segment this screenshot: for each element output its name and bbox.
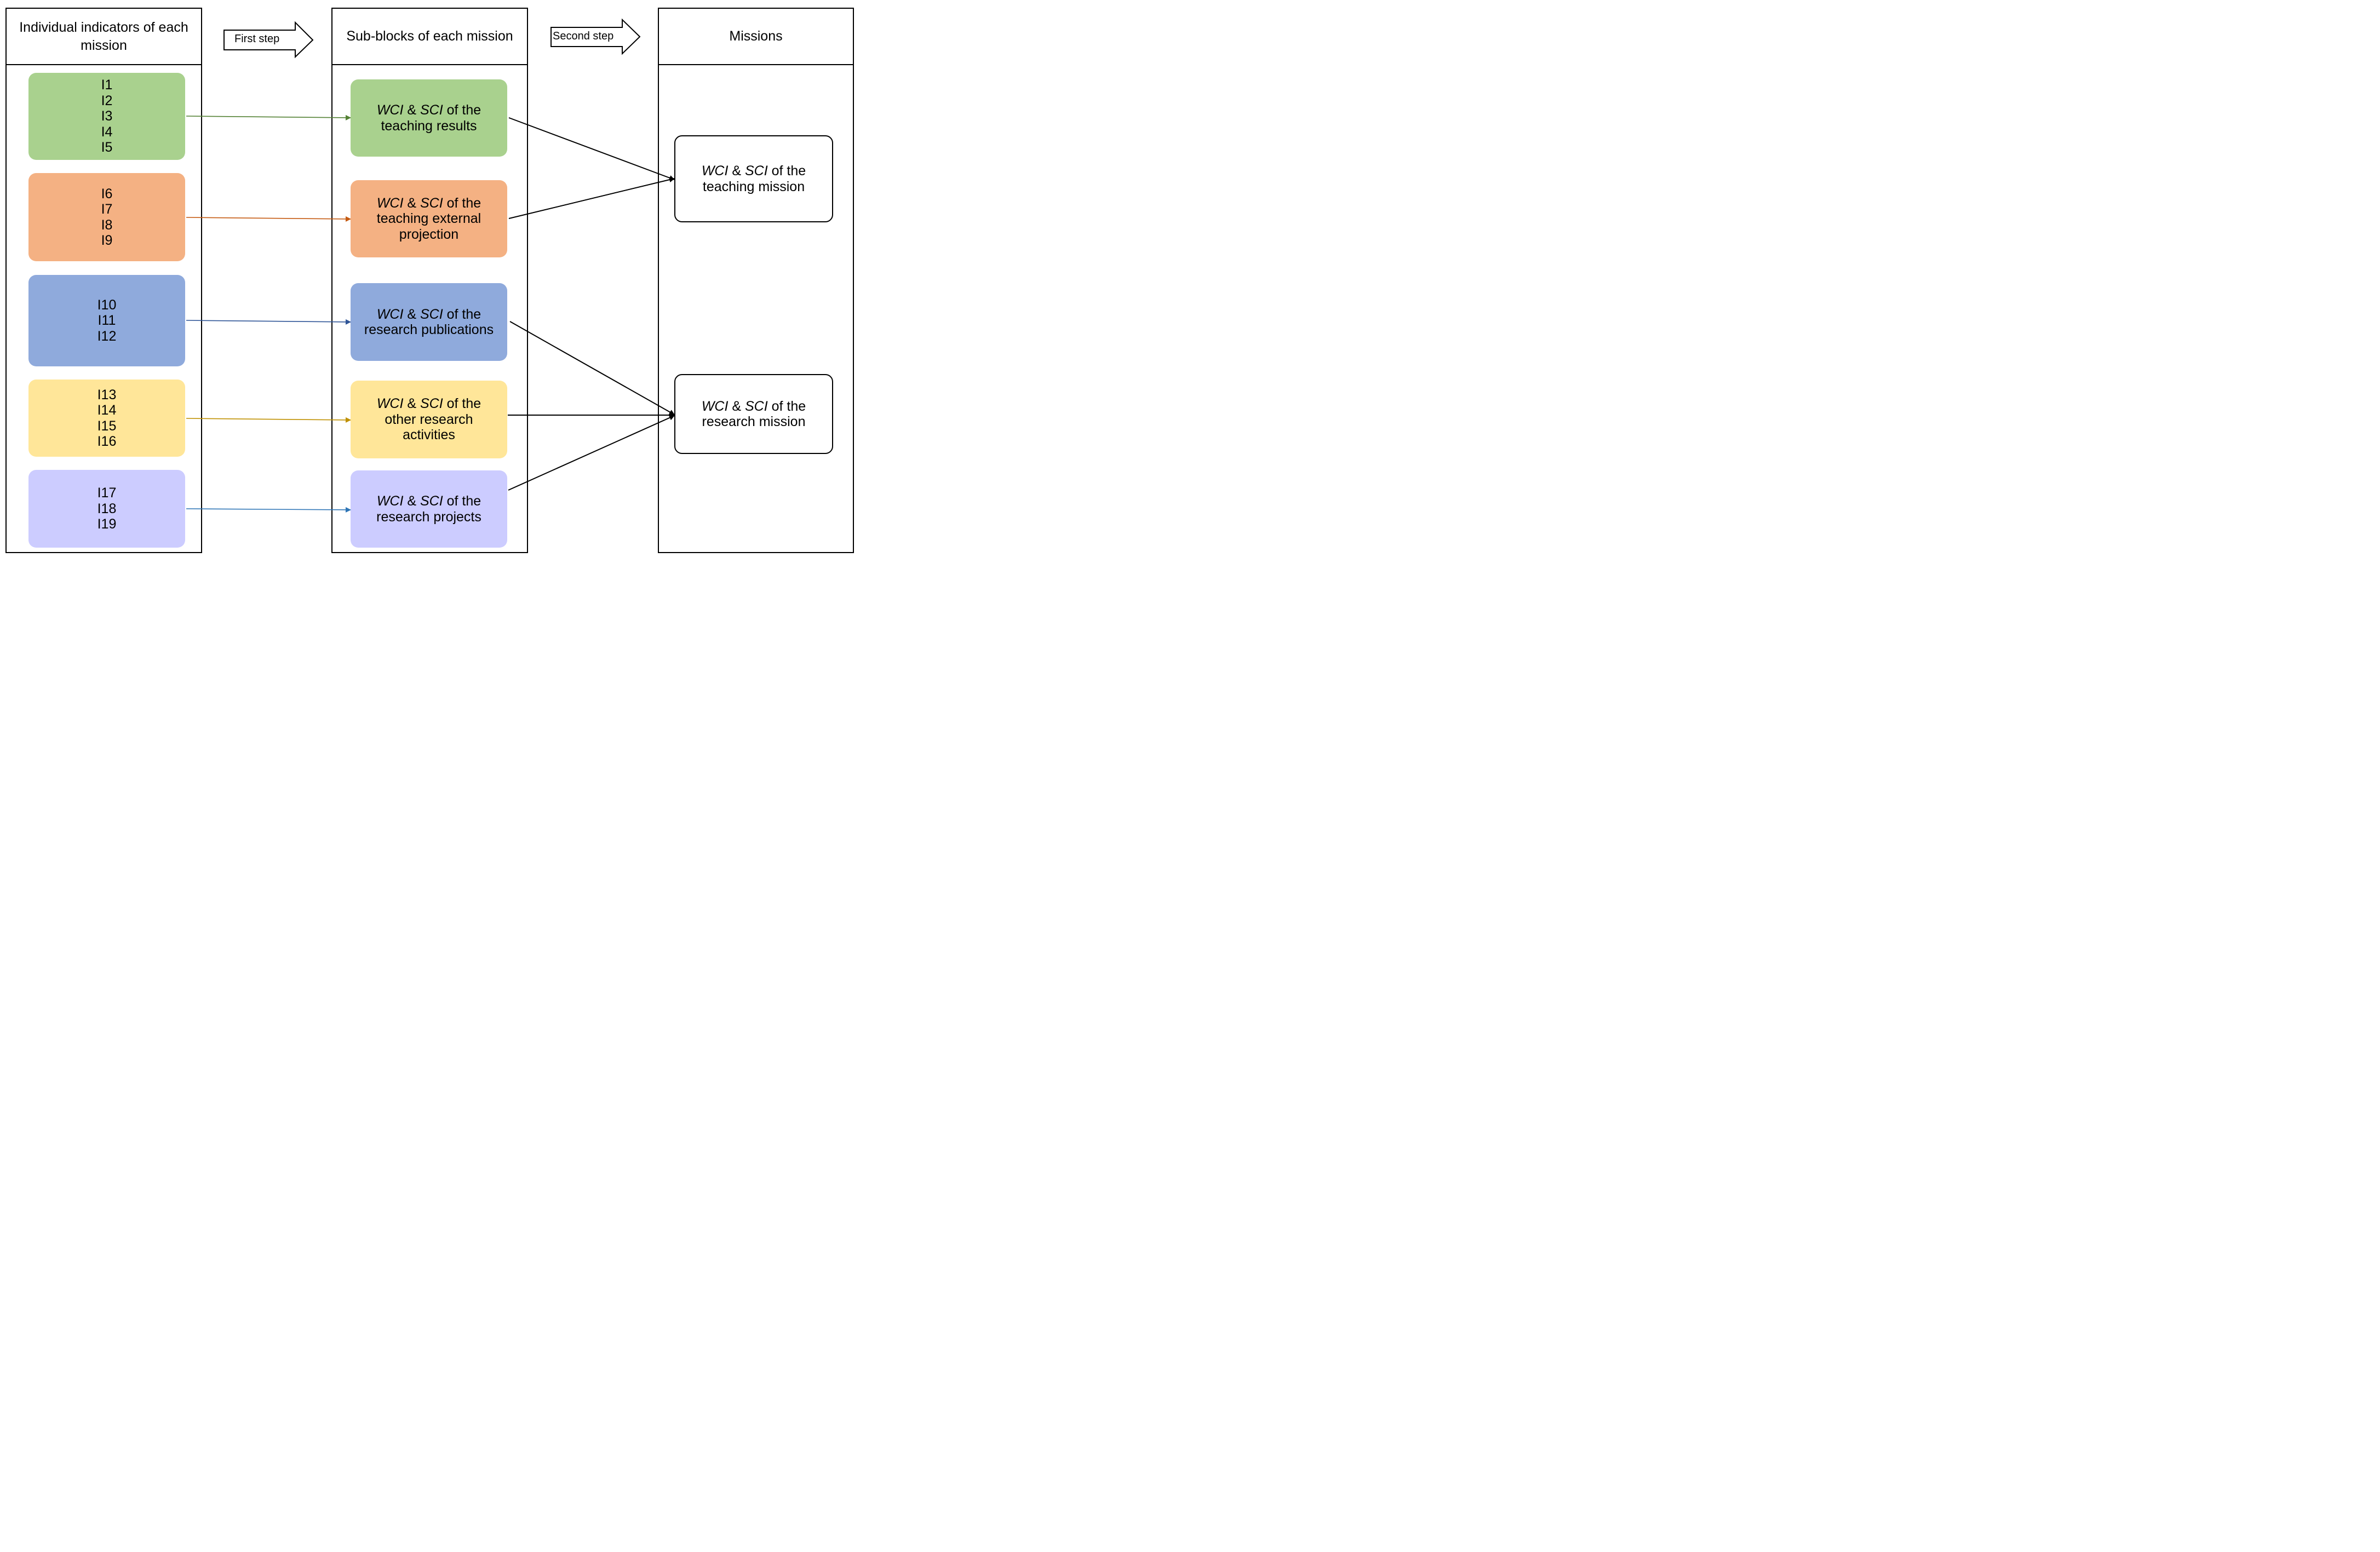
amp-text: & xyxy=(403,195,420,211)
sci-term: SCI xyxy=(420,396,443,412)
first-step-label: First step xyxy=(234,33,280,45)
of-the-text: of the xyxy=(443,396,481,412)
amp-text: & xyxy=(403,493,420,509)
sci-term: SCI xyxy=(745,398,768,414)
first-step-arrow xyxy=(223,21,314,59)
second-step-arrow xyxy=(550,18,641,55)
mission-heading: WCI & SCI of the xyxy=(702,163,806,179)
sci-term: SCI xyxy=(420,306,443,322)
connector-projects-to-mission xyxy=(508,415,675,491)
wci-term: WCI xyxy=(376,306,404,322)
indicator-label: I5 xyxy=(101,140,113,156)
of-the-text: of the xyxy=(443,195,481,211)
wci-term: WCI xyxy=(701,398,729,414)
indicator-group-5: I17 I18 I19 xyxy=(28,470,185,548)
sci-term: SCI xyxy=(420,493,443,509)
wci-term: WCI xyxy=(376,396,404,412)
of-the-text: of the xyxy=(767,398,806,414)
mission-teaching: WCI & SCI of the teaching mission xyxy=(674,135,833,222)
connector-external-projection-to-mission xyxy=(508,177,675,219)
first-step-connector-5 xyxy=(186,507,351,513)
wci-term: WCI xyxy=(376,493,404,509)
amp-text: & xyxy=(403,102,420,118)
of-the-text: of the xyxy=(443,306,481,322)
indicator-label: I3 xyxy=(101,108,113,124)
indicators-column-header: Individual indicators of each mission xyxy=(7,9,201,65)
indicator-label: I17 xyxy=(97,485,117,501)
second-step-label: Second step xyxy=(553,30,614,42)
subblock-label: research projects xyxy=(376,509,481,525)
of-the-text: of the xyxy=(767,163,806,179)
indicator-group-2: I6 I7 I8 I9 xyxy=(28,173,185,261)
sci-term: SCI xyxy=(420,102,443,118)
missions-column-header: Missions xyxy=(659,9,853,65)
indicator-label: I13 xyxy=(97,387,117,403)
subblock-label: other research xyxy=(385,411,473,427)
wci-term: WCI xyxy=(376,102,404,118)
indicator-label: I9 xyxy=(101,233,113,248)
amp-text: & xyxy=(728,163,745,179)
amp-text: & xyxy=(728,398,745,414)
subblock-heading: WCI & SCI of the xyxy=(377,102,481,118)
indicator-label: I19 xyxy=(97,516,117,532)
mission-label: teaching mission xyxy=(702,179,805,194)
indicator-group-1: I1 I2 I3 I4 I5 xyxy=(28,73,185,160)
subblock-teaching-external-projection: WCI & SCI of the teaching external proje… xyxy=(351,180,507,257)
wci-term: WCI xyxy=(376,195,404,211)
subblock-heading: WCI & SCI of the xyxy=(377,307,481,323)
indicator-group-4: I13 I14 I15 I16 xyxy=(28,380,185,457)
amp-text: & xyxy=(403,396,420,412)
of-the-text: of the xyxy=(443,102,481,118)
subblock-label: projection xyxy=(399,226,459,242)
indicator-label: I18 xyxy=(97,501,117,516)
subblock-heading: WCI & SCI of the xyxy=(377,493,481,509)
indicator-group-3: I10 I11 I12 xyxy=(28,275,185,366)
second-step-connectors xyxy=(508,117,675,491)
subblock-label: activities xyxy=(403,427,455,443)
of-the-text: of the xyxy=(443,493,481,509)
wci-term: WCI xyxy=(701,163,729,179)
indicator-label: I15 xyxy=(97,418,117,434)
indicator-label: I10 xyxy=(97,297,117,313)
first-step-connector-4 xyxy=(186,417,351,423)
indicator-label: I12 xyxy=(97,328,117,344)
subblock-heading: WCI & SCI of the xyxy=(377,196,481,211)
sci-term: SCI xyxy=(745,163,768,179)
first-step-connector-3 xyxy=(186,319,351,325)
subblock-other-research-activities: WCI & SCI of the other research activiti… xyxy=(351,381,507,458)
subblocks-column-header: Sub-blocks of each mission xyxy=(332,9,527,65)
indicator-label: I6 xyxy=(101,186,113,202)
first-step-connector-1 xyxy=(186,114,351,120)
indicator-label: I4 xyxy=(101,124,113,140)
indicator-label: I8 xyxy=(101,217,113,233)
mission-research: WCI & SCI of the research mission xyxy=(674,374,833,454)
subblock-research-publications: WCI & SCI of the research publications xyxy=(351,283,507,361)
missions-column: Missions xyxy=(658,8,854,553)
sci-term: SCI xyxy=(420,195,443,211)
indicator-label: I14 xyxy=(97,403,117,418)
first-step-connectors xyxy=(186,114,351,513)
first-step-connector-2 xyxy=(186,216,351,222)
indicator-label: I7 xyxy=(101,202,113,217)
mission-label: research mission xyxy=(702,414,806,429)
amp-text: & xyxy=(403,306,420,322)
subblock-label: teaching results xyxy=(381,118,477,134)
subblock-label: research publications xyxy=(364,322,494,337)
indicator-label: I2 xyxy=(101,93,113,108)
mission-heading: WCI & SCI of the xyxy=(702,399,806,415)
subblock-research-projects: WCI & SCI of the research projects xyxy=(351,470,507,548)
indicator-label: I1 xyxy=(101,77,113,93)
indicator-label: I11 xyxy=(98,313,116,329)
subblock-label: teaching external xyxy=(376,211,481,227)
subblock-heading: WCI & SCI of the xyxy=(377,396,481,412)
indicator-label: I16 xyxy=(97,434,117,449)
connector-publications-to-mission xyxy=(509,321,675,415)
connector-teaching-results-to-mission xyxy=(508,117,675,181)
subblock-teaching-results: WCI & SCI of the teaching results xyxy=(351,79,507,157)
